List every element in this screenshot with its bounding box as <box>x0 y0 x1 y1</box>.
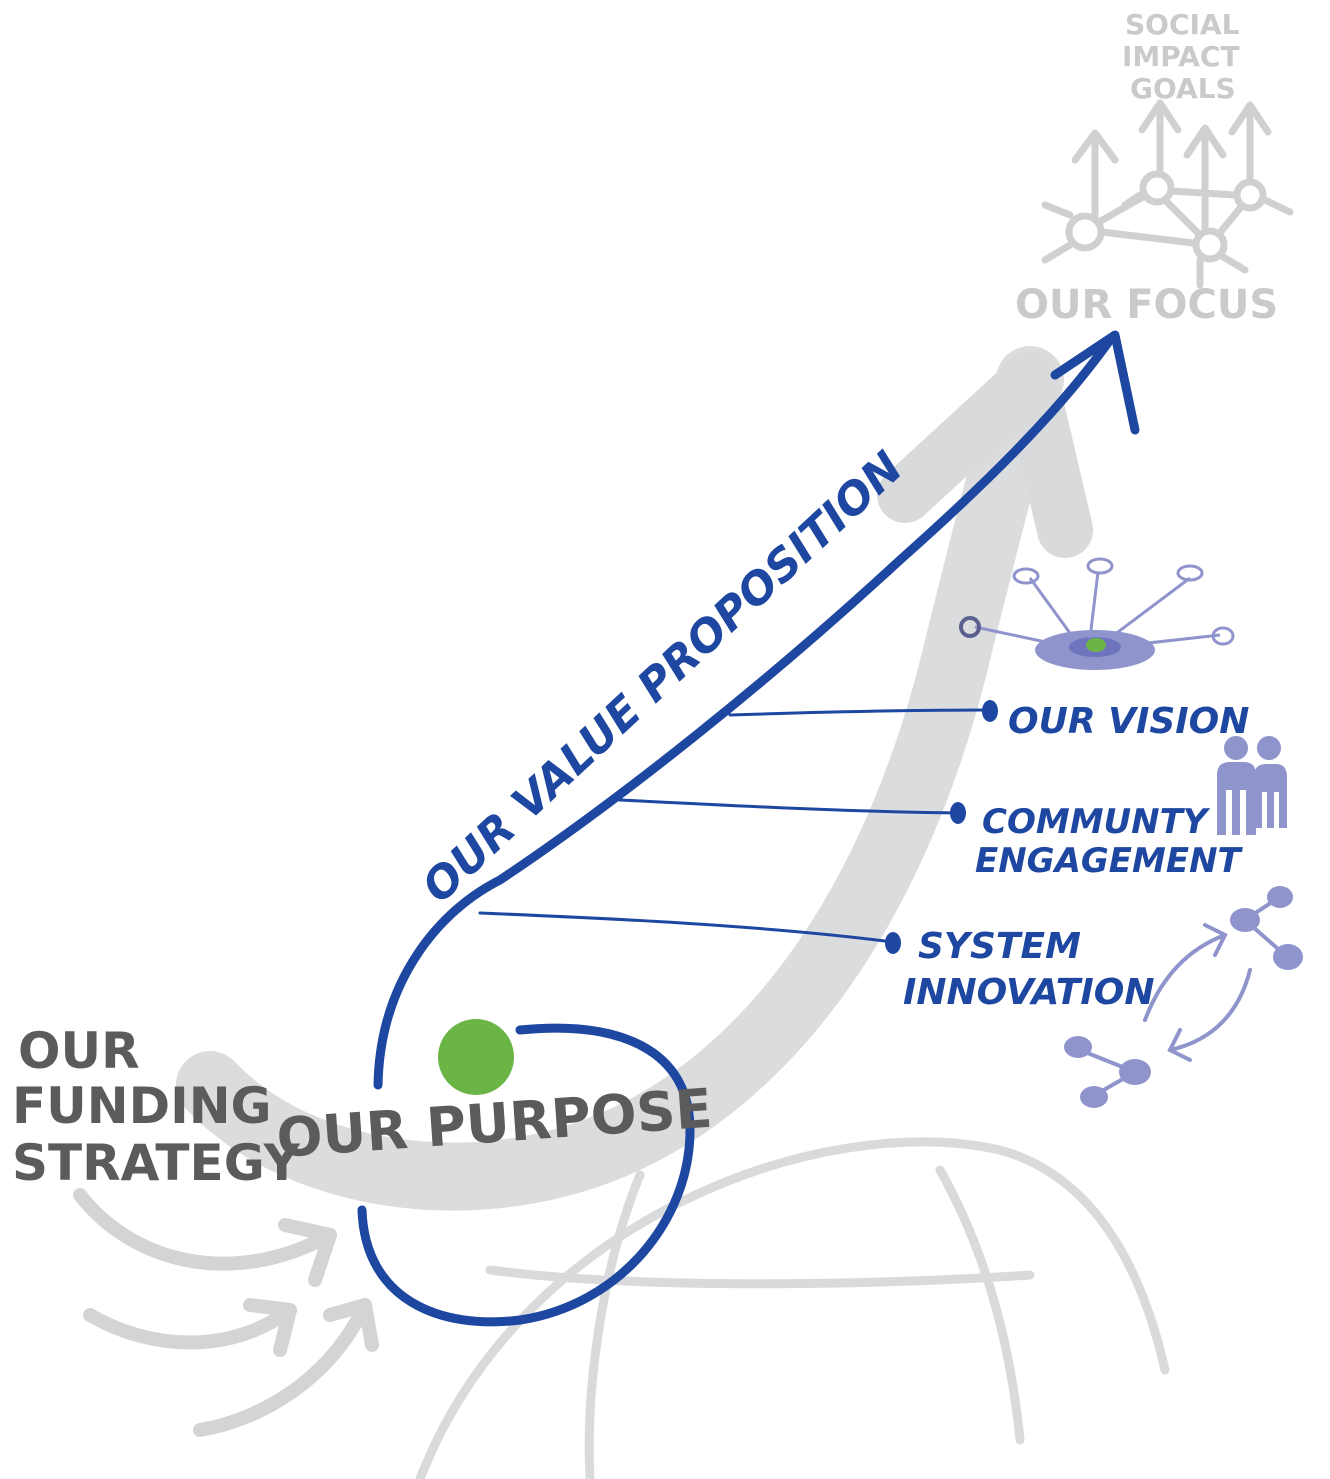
value-proposition-label: OUR VALUE PROPOSITION <box>413 442 913 913</box>
funding-strategy-line-2: FUNDING <box>12 1077 272 1135</box>
funding-strategy-line-1: OUR <box>18 1022 140 1080</box>
network-hub-icon <box>959 557 1235 670</box>
growth-arrow <box>176 346 1093 1211</box>
system-innovation-label: SYSTEM INNOVATION <box>903 926 1155 1013</box>
focus-label: OUR FOCUS <box>1015 282 1278 328</box>
social-impact-goals-line-1: SOCIAL <box>1125 8 1240 41</box>
community-engagement-line-1: COMMUNTY <box>982 802 1211 842</box>
system-innovation-line-1: SYSTEM <box>918 926 1081 967</box>
cycle-network-icon <box>1064 886 1303 1108</box>
value-path <box>357 330 1140 1327</box>
funding-strategy-label: OUR FUNDING STRATEGY <box>12 1022 301 1192</box>
purpose-dot <box>438 1019 514 1095</box>
connector-dots <box>885 700 998 954</box>
community-engagement-line-2: ENGAGEMENT <box>975 841 1244 881</box>
impact-goals-network-icon <box>1041 99 1294 289</box>
social-impact-goals-label: SOCIAL IMPACT GOALS <box>1122 8 1240 105</box>
vision-label: OUR VISION <box>1008 701 1249 742</box>
background-globe <box>415 1137 1170 1479</box>
incoming-arrows <box>73 1188 379 1437</box>
funding-strategy-line-3: STRATEGY <box>12 1134 301 1192</box>
community-engagement-label: COMMUNTY ENGAGEMENT <box>975 802 1244 881</box>
people-icon <box>1217 736 1287 835</box>
social-impact-goals-line-2: IMPACT <box>1122 40 1240 73</box>
social-impact-goals-line-3: GOALS <box>1130 72 1236 105</box>
system-innovation-line-2: INNOVATION <box>903 972 1155 1013</box>
